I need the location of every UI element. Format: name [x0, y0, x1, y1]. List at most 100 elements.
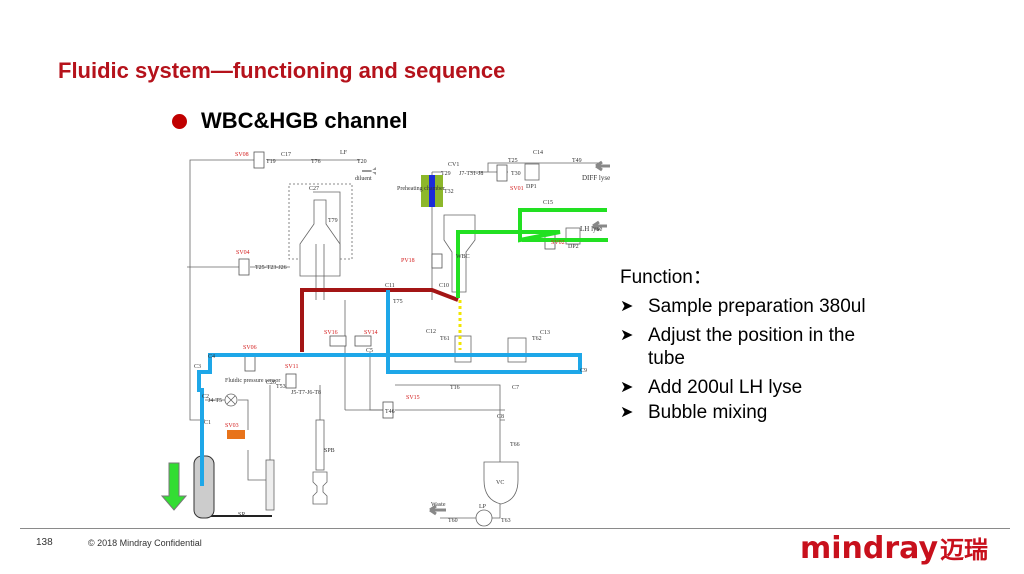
svg-text:C11: C11 [385, 283, 395, 289]
function-panel: Function： ➤ Sample preparation 380ul ➤ A… [620, 266, 868, 424]
svg-text:PV18: PV18 [401, 258, 415, 264]
function-item: ➤ Bubble mixing [620, 401, 868, 424]
svg-text:J7-T31-J8: J7-T31-J8 [459, 171, 483, 177]
svg-text:C5: C5 [366, 348, 373, 354]
svg-text:C10: C10 [439, 283, 449, 289]
lh-lyse-arrow-icon [592, 220, 607, 232]
svg-text:C8: C8 [497, 414, 504, 420]
svg-text:C3: C3 [194, 364, 201, 370]
svg-text:T46: T46 [385, 409, 395, 415]
svg-text:SV08: SV08 [235, 152, 249, 158]
svg-text:T25: T25 [508, 158, 518, 164]
red-path [300, 288, 459, 352]
green-path [456, 208, 608, 298]
mindray-logo: mindray迈瑞 [800, 530, 988, 566]
svg-text:Preheating chamber: Preheating chamber [397, 186, 445, 192]
logo-text: mindray [800, 531, 939, 566]
svg-text:T66: T66 [510, 442, 520, 448]
gray-tubing [187, 159, 600, 527]
svg-text:SV15: SV15 [406, 395, 420, 401]
svg-text:T30: T30 [511, 171, 521, 177]
svg-text:C26: C26 [266, 380, 276, 386]
svg-text:C27: C27 [309, 186, 319, 192]
diagram-labels: SV08 SV04 SV06 SV11 SV16 SV14 SV15 SV03 … [194, 150, 610, 524]
function-item-text: Adjust the position in the tube [648, 325, 856, 369]
svg-text:SV11: SV11 [285, 364, 298, 370]
waste-arrow-icon [429, 504, 446, 516]
arrowhead-bullet-icon: ➤ [620, 404, 634, 421]
function-item: ➤ Sample preparation 380ul [620, 295, 868, 318]
fluidic-diagram: SV08 SV04 SV06 SV11 SV16 SV14 SV15 SV03 … [160, 150, 610, 527]
svg-text:LF: LF [340, 150, 348, 156]
svg-text:SV14: SV14 [364, 330, 378, 336]
svg-text:T29: T29 [441, 171, 451, 177]
function-item: ➤ Add 200ul LH lyse [620, 376, 868, 399]
blue-path [197, 290, 582, 486]
svg-text:T61: T61 [440, 336, 450, 342]
svg-text:SV01: SV01 [510, 186, 524, 192]
svg-text:diluent: diluent [355, 176, 372, 182]
svg-text:T62: T62 [532, 336, 542, 342]
arrowhead-bullet-icon: ➤ [620, 298, 634, 315]
function-item-text: Sample preparation 380ul [648, 296, 866, 317]
svg-text:T53: T53 [276, 384, 286, 390]
svg-text:T25-T23-J26: T25-T23-J26 [255, 265, 287, 271]
copyright-notice: © 2018 Mindray Confidential [88, 538, 202, 548]
svg-text:LH lyse: LH lyse [580, 225, 602, 233]
svg-text:SV03: SV03 [225, 423, 239, 429]
svg-text:C15: C15 [543, 200, 553, 206]
channel-heading-text: WBC&HGB channel [201, 108, 408, 133]
svg-text:C2: C2 [202, 394, 209, 400]
svg-text:T75: T75 [393, 299, 403, 305]
arrowhead-bullet-icon: ➤ [620, 327, 634, 344]
svg-text:C7: C7 [512, 385, 519, 391]
slide-title: Fluidic system—functioning and sequence [58, 58, 506, 83]
function-heading: Function： [620, 267, 712, 288]
svg-text:C1: C1 [204, 420, 211, 426]
svg-text:VC: VC [496, 480, 504, 486]
svg-text:SV06: SV06 [243, 345, 257, 351]
svg-text:T79: T79 [328, 218, 338, 224]
svg-text:LP: LP [479, 504, 487, 510]
heater-element [429, 175, 435, 207]
svg-text:Fluidic pressure sensor: Fluidic pressure sensor [225, 378, 280, 384]
page-number: 138 [36, 537, 53, 548]
svg-text:T60: T60 [448, 518, 458, 524]
svg-text:SV16: SV16 [324, 330, 338, 336]
svg-text:DIFF lyse: DIFF lyse [582, 174, 610, 182]
svg-text:C4: C4 [208, 354, 215, 360]
down-arrow-icon [160, 462, 188, 511]
svg-text:J5-T7-J6-T8: J5-T7-J6-T8 [291, 390, 321, 396]
sv03-valve [227, 430, 245, 439]
svg-text:C13: C13 [540, 330, 550, 336]
svg-text:SR: SR [238, 512, 245, 518]
svg-text:C12: C12 [426, 329, 436, 335]
diluent-arrow-icon [362, 167, 376, 175]
svg-text:DP2: DP2 [568, 244, 579, 250]
arrowhead-bullet-icon: ➤ [620, 379, 634, 396]
svg-text:WBC: WBC [456, 254, 470, 260]
svg-text:T76: T76 [311, 159, 321, 165]
channel-heading: WBC&HGB channel [172, 108, 408, 134]
svg-text:DP1: DP1 [526, 184, 537, 190]
bullet-dot-icon [172, 113, 187, 129]
function-item: ➤ Adjust the position in the tube [620, 324, 868, 370]
svg-text:SV04: SV04 [236, 250, 250, 256]
svg-text:Waste: Waste [431, 502, 446, 508]
footer-divider [20, 528, 1010, 529]
svg-text:T20: T20 [357, 159, 367, 165]
svg-text:T16: T16 [450, 385, 460, 391]
function-item-text: Add 200ul LH lyse [648, 377, 803, 398]
svg-text:C17: C17 [281, 152, 291, 158]
logo-cn-text: 迈瑞 [940, 536, 989, 564]
svg-text:T32: T32 [444, 189, 454, 195]
svg-text:C9: C9 [580, 368, 587, 374]
svg-text:J4-T5: J4-T5 [208, 398, 222, 404]
svg-text:CV1: CV1 [448, 162, 459, 168]
svg-text:SV02: SV02 [551, 240, 565, 246]
svg-text:C14: C14 [533, 150, 543, 156]
svg-text:T63: T63 [501, 518, 511, 524]
svg-text:T49: T49 [572, 158, 582, 164]
svg-text:T19: T19 [266, 159, 276, 165]
diff-lyse-arrow-icon [595, 160, 610, 172]
